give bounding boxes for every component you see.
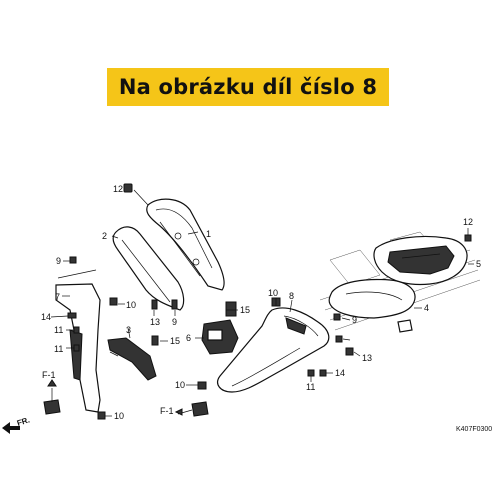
callout-12: 12 bbox=[463, 217, 473, 227]
f1-arrows bbox=[47, 379, 183, 416]
callout-f1: F-1 bbox=[42, 370, 56, 380]
callout-11: 11 bbox=[54, 325, 63, 335]
fasteners bbox=[43, 183, 472, 420]
part-8-center-cover bbox=[217, 307, 330, 393]
part-3-bracket bbox=[107, 337, 157, 381]
callout-6: 6 bbox=[186, 333, 191, 343]
callout-14: 14 bbox=[41, 312, 51, 322]
callout-9: 9 bbox=[352, 315, 357, 325]
part-2-side-panel bbox=[112, 226, 185, 311]
callout-5: 5 bbox=[476, 259, 481, 269]
callout-10: 10 bbox=[114, 411, 124, 421]
callout-10: 10 bbox=[175, 380, 185, 390]
front-arrow-label: FR. bbox=[16, 415, 31, 428]
callout-2: 2 bbox=[102, 231, 107, 241]
part-number-banner: Na obrázku díl číslo 8 bbox=[107, 68, 389, 106]
callout-1: 1 bbox=[206, 229, 211, 239]
part-6-connector bbox=[201, 301, 239, 355]
callout-labels: 12 1 2 9 7 10 14 11 11 13 9 3 15 15 6 10… bbox=[41, 184, 481, 421]
callout-9: 9 bbox=[56, 256, 61, 266]
callout-f1: F-1 bbox=[160, 406, 174, 416]
callout-13: 13 bbox=[150, 317, 160, 327]
callout-11: 11 bbox=[54, 344, 63, 354]
callout-7: 7 bbox=[55, 292, 60, 302]
callout-12: 12 bbox=[113, 184, 123, 194]
callout-15: 15 bbox=[240, 305, 250, 315]
callout-10: 10 bbox=[268, 288, 278, 298]
diagram-code: K407F0300 bbox=[456, 426, 492, 433]
banner-text: Na obrázku díl číslo 8 bbox=[118, 75, 378, 99]
callout-3: 3 bbox=[126, 325, 131, 335]
part-1-upper-cover bbox=[146, 198, 225, 291]
part-7-frame-cover bbox=[55, 269, 101, 413]
callout-15: 15 bbox=[170, 336, 180, 346]
callout-9: 9 bbox=[172, 317, 177, 327]
callout-10: 10 bbox=[126, 300, 136, 310]
front-arrow: FR. bbox=[2, 415, 31, 434]
part-5-tail-light bbox=[373, 235, 468, 286]
callout-14: 14 bbox=[335, 368, 345, 378]
callout-4: 4 bbox=[424, 303, 429, 313]
part-4-lens bbox=[328, 278, 416, 333]
callout-13: 13 bbox=[362, 353, 372, 363]
callout-11: 11 bbox=[306, 382, 315, 392]
callout-8: 8 bbox=[289, 291, 294, 301]
